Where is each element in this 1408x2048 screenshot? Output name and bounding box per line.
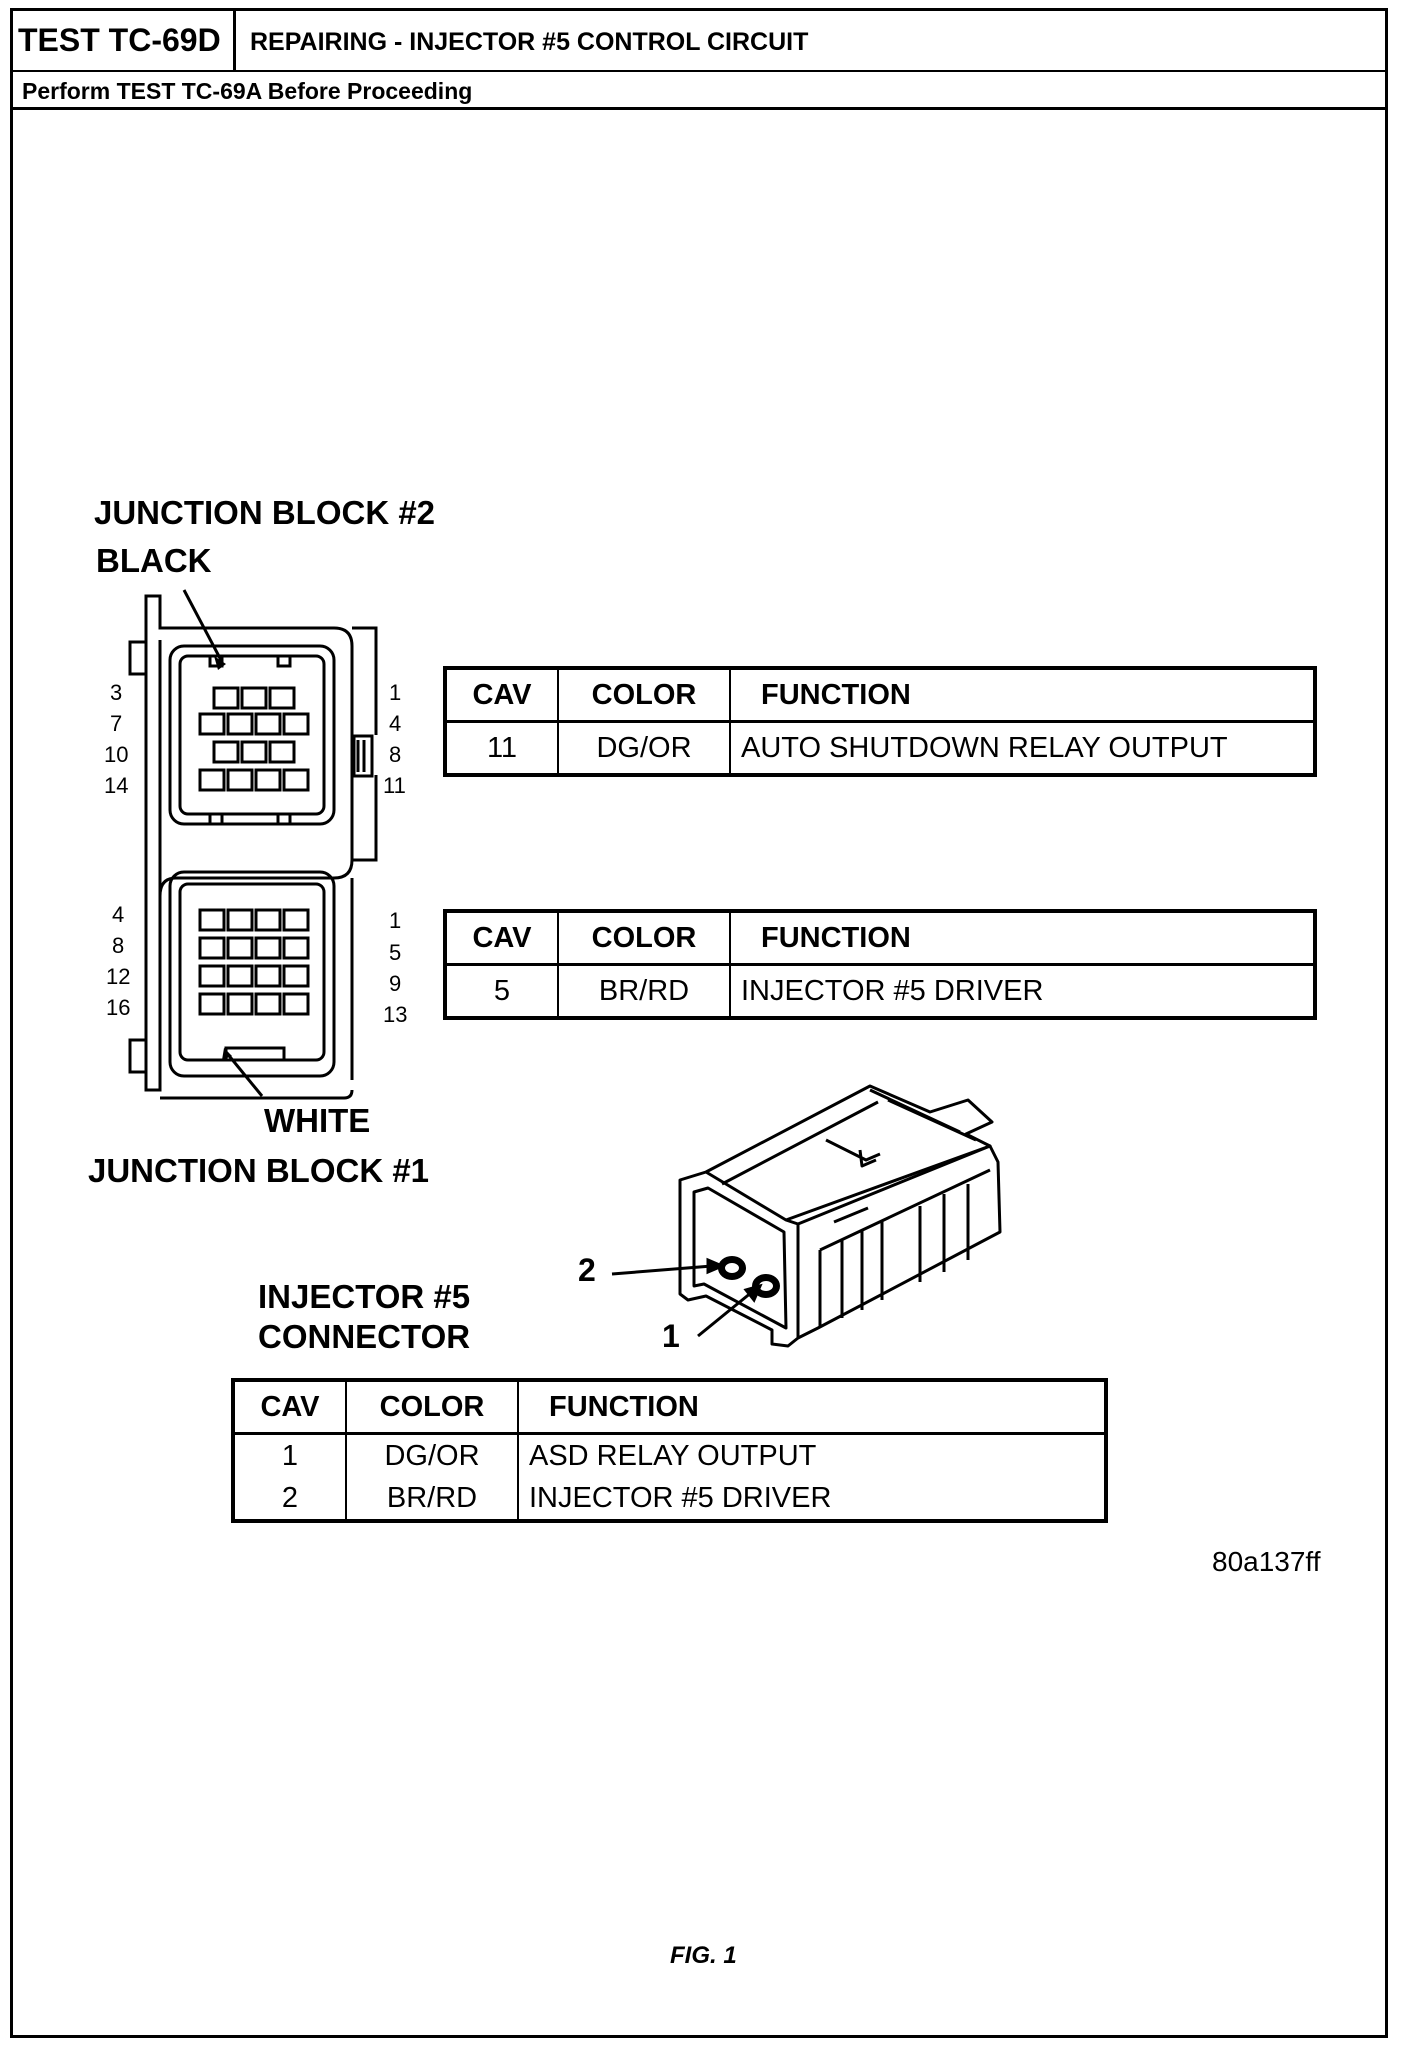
color-header: COLOR	[557, 668, 731, 723]
color-cell: BR/RD	[345, 1477, 519, 1521]
jb1-pin-right-4: 13	[383, 1002, 408, 1027]
function-cell: INJECTOR #5 DRIVER	[729, 964, 1316, 1018]
cav-header: CAV	[232, 1380, 347, 1435]
function-cell: AUTO SHUTDOWN RELAY OUTPUT	[729, 721, 1316, 775]
figure-caption: FIG. 1	[670, 1942, 737, 1969]
junction-block-2-label: JUNCTION BLOCK #2	[94, 494, 436, 531]
table-row: 5 BR/RD INJECTOR #5 DRIVER	[444, 964, 1316, 1018]
color-header: COLOR	[345, 1380, 519, 1435]
cav-cell: 1	[232, 1433, 347, 1477]
cav-header: CAV	[444, 668, 559, 723]
jb2-cavity-table: CAV COLOR FUNCTION 11 DG/OR AUTO SHUTDOW…	[443, 666, 1317, 777]
jb1-cavity-table: CAV COLOR FUNCTION 5 BR/RD INJECTOR #5 D…	[443, 909, 1317, 1020]
color-cell: DG/OR	[345, 1433, 519, 1477]
jb1-pin-left-3: 12	[106, 964, 131, 989]
cav-cell: 5	[444, 964, 559, 1018]
cav-header: CAV	[444, 911, 559, 966]
junction-block-1-color-label: WHITE	[264, 1102, 371, 1139]
color-header: COLOR	[557, 911, 731, 966]
cav-cell: 11	[444, 721, 559, 775]
function-cell: ASD RELAY OUTPUT	[517, 1433, 1107, 1477]
terminal-1-callout: 1	[662, 1318, 680, 1354]
junction-block-2-color-label: BLACK	[96, 542, 212, 579]
page-subtitle: Perform TEST TC-69A Before Proceeding	[22, 78, 473, 104]
injector-connector-label: INJECTOR #5	[258, 1278, 471, 1315]
terminal-2-callout: 2	[578, 1252, 596, 1288]
function-cell: INJECTOR #5 DRIVER	[517, 1477, 1107, 1521]
jb2-pin-left-2: 7	[110, 711, 123, 736]
table-header-row: CAV COLOR FUNCTION	[232, 1380, 1107, 1435]
junction-block-1-label: JUNCTION BLOCK #1	[88, 1152, 430, 1189]
test-id: TEST TC-69D	[10, 8, 236, 72]
jb2-pin-right-2: 4	[389, 711, 402, 736]
function-header: FUNCTION	[729, 668, 1316, 723]
jb1-pin-left-4: 16	[106, 995, 131, 1020]
header-bar	[10, 8, 1388, 72]
table-header-row: CAV COLOR FUNCTION	[444, 911, 1316, 966]
function-header: FUNCTION	[729, 911, 1316, 966]
jb1-pin-right-3: 9	[389, 971, 402, 996]
figure-id: 80a137ff	[1212, 1546, 1321, 1577]
injector-connector-label-2: CONNECTOR	[258, 1318, 471, 1355]
function-header: FUNCTION	[517, 1380, 1107, 1435]
table-row: 11 DG/OR AUTO SHUTDOWN RELAY OUTPUT	[444, 721, 1316, 775]
table-row: 1 DG/OR ASD RELAY OUTPUT	[232, 1433, 1107, 1477]
jb2-pin-right-1: 1	[389, 680, 402, 705]
jb1-pin-left-2: 8	[112, 933, 125, 958]
cav-cell: 2	[232, 1477, 347, 1521]
table-header-row: CAV COLOR FUNCTION	[444, 668, 1316, 723]
injector-cavity-table: CAV COLOR FUNCTION 1 DG/OR ASD RELAY OUT…	[231, 1378, 1108, 1523]
jb1-pin-right-2: 5	[389, 940, 402, 965]
page-title: REPAIRING - INJECTOR #5 CONTROL CIRCUIT	[250, 28, 809, 56]
jb2-pin-left-4: 14	[104, 773, 129, 798]
jb1-pin-right-1: 1	[389, 908, 402, 933]
jb2-pin-left-3: 10	[104, 742, 129, 767]
jb2-pin-right-4: 11	[383, 773, 406, 798]
color-cell: BR/RD	[557, 964, 731, 1018]
subheader-bar	[10, 72, 1388, 110]
jb2-pin-right-3: 8	[389, 742, 402, 767]
table-row: 2 BR/RD INJECTOR #5 DRIVER	[232, 1477, 1107, 1521]
color-cell: DG/OR	[557, 721, 731, 775]
jb2-pin-left-1: 3	[110, 680, 123, 705]
jb1-pin-left-1: 4	[112, 902, 125, 927]
